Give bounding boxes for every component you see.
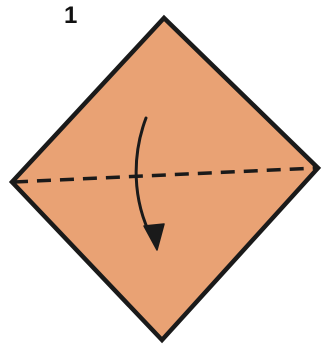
paper-diamond — [12, 18, 318, 340]
